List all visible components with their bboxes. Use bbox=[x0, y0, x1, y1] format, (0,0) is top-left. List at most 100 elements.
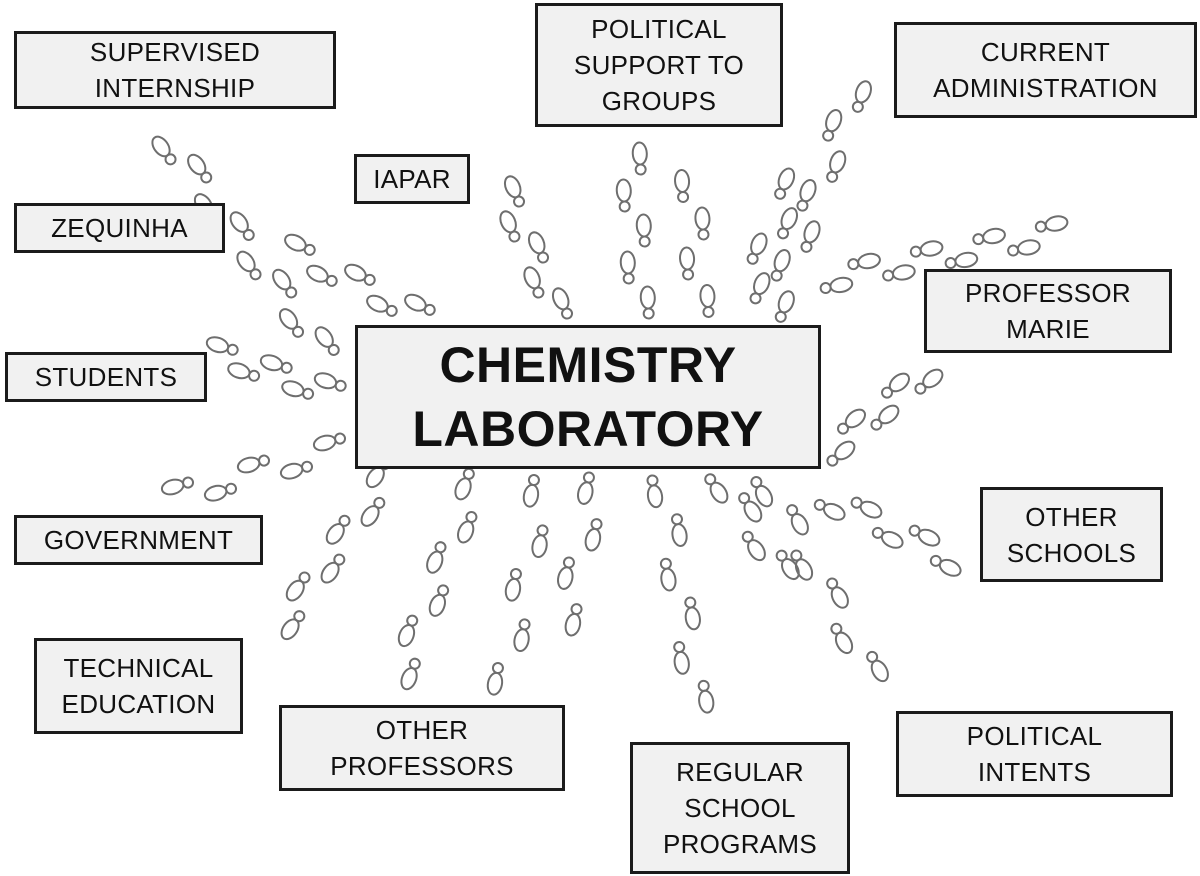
footprint-icon bbox=[504, 568, 522, 602]
footprint-icon bbox=[646, 474, 664, 509]
footprint-icon bbox=[320, 553, 346, 584]
footprint-icon bbox=[360, 496, 386, 527]
footprint-icon bbox=[522, 474, 540, 508]
footprint-icon bbox=[639, 285, 656, 320]
political-support-label: POLITICAL SUPPORT TO GROUPS bbox=[573, 14, 745, 116]
footprint-icon bbox=[790, 549, 814, 581]
political-intents-label: POLITICAL INTENTS bbox=[966, 721, 1103, 787]
footprint-icon bbox=[205, 336, 239, 356]
footprint-icon bbox=[557, 556, 575, 590]
footprint-icon bbox=[325, 514, 351, 545]
footprint-icon bbox=[786, 504, 809, 536]
footprint-icon bbox=[278, 308, 305, 338]
footprint-icon bbox=[774, 290, 795, 323]
footprint-icon bbox=[619, 250, 636, 285]
students-label: STUDENTS bbox=[34, 362, 178, 392]
footprint-icon bbox=[697, 679, 715, 714]
footprint-icon bbox=[819, 276, 854, 295]
footprint-icon bbox=[635, 213, 652, 248]
footprint-icon bbox=[944, 251, 979, 270]
footprint-icon bbox=[914, 368, 944, 395]
footprint-icon bbox=[813, 498, 846, 521]
footprint-icon bbox=[659, 557, 677, 592]
chemistry-laboratory-box: CHEMISTRY LABORATORY bbox=[355, 325, 821, 469]
footprint-icon bbox=[577, 471, 595, 505]
footprint-icon bbox=[741, 530, 766, 562]
footprint-icon bbox=[777, 207, 798, 240]
technical-education-box: TECHNICAL EDUCATION bbox=[34, 638, 243, 734]
regular-school-programs-box: REGULAR SCHOOL PROGRAMS bbox=[630, 742, 850, 874]
technical-education-label: TECHNICAL EDUCATION bbox=[61, 653, 216, 719]
footprint-icon bbox=[1034, 215, 1069, 233]
footprint-icon bbox=[822, 109, 843, 142]
zequinha-label: ZEQUINHA bbox=[51, 213, 188, 243]
footprint-icon bbox=[236, 250, 262, 281]
iapar-label: IAPAR bbox=[373, 164, 451, 194]
footprint-icon bbox=[397, 614, 419, 648]
footprint-icon bbox=[428, 584, 450, 617]
footprint-icon bbox=[699, 284, 716, 318]
footprint-icon bbox=[826, 577, 849, 609]
footprint-icon bbox=[837, 408, 866, 435]
footprint-icon bbox=[684, 596, 701, 631]
footprint-icon bbox=[281, 380, 315, 400]
footprint-icon bbox=[909, 240, 944, 258]
footprint-icon bbox=[770, 249, 791, 282]
footprint-icon bbox=[615, 178, 632, 213]
footprint-icon bbox=[704, 473, 729, 504]
government-label: GOVERNMENT bbox=[43, 525, 234, 555]
footprint-icon bbox=[1007, 239, 1041, 257]
footprint-icon bbox=[564, 603, 583, 637]
footprint-icon bbox=[285, 571, 311, 602]
professor-marie-label: PROFESSOR MARIE bbox=[965, 278, 1131, 344]
footprint-icon bbox=[229, 211, 255, 241]
footprint-icon bbox=[830, 622, 854, 655]
footprint-icon bbox=[259, 354, 293, 374]
footprint-icon bbox=[314, 326, 340, 356]
footprint-icon bbox=[775, 549, 800, 581]
footprint-icon bbox=[203, 482, 238, 502]
footprint-icon bbox=[306, 264, 338, 287]
footprint-icon bbox=[774, 167, 796, 200]
footprint-icon bbox=[882, 264, 916, 282]
footprint-icon bbox=[972, 227, 1006, 246]
professor-marie-box: PROFESSOR MARIE bbox=[924, 269, 1172, 353]
footprint-icon bbox=[871, 526, 904, 549]
footprint-icon bbox=[151, 135, 177, 166]
footprint-icon bbox=[499, 210, 521, 243]
political-intents-box: POLITICAL INTENTS bbox=[896, 711, 1173, 797]
footprint-icon bbox=[929, 554, 962, 577]
footprint-icon bbox=[866, 650, 889, 683]
footprint-icon bbox=[272, 268, 298, 299]
footprint-icon bbox=[750, 476, 774, 508]
footprint-icon bbox=[187, 153, 213, 184]
chemistry-laboratory-label: CHEMISTRY LABORATORY bbox=[412, 337, 764, 457]
other-professors-label: OTHER PROFESSORS bbox=[330, 715, 514, 781]
students-box: STUDENTS bbox=[5, 352, 207, 402]
footprint-icon bbox=[344, 263, 376, 286]
zequinha-box: ZEQUINHA bbox=[14, 203, 225, 253]
government-box: GOVERNMENT bbox=[14, 515, 263, 565]
footprint-icon bbox=[671, 513, 688, 547]
footprint-icon bbox=[826, 440, 856, 467]
footprint-icon bbox=[881, 372, 910, 399]
footprint-icon bbox=[279, 460, 314, 480]
footprint-icon bbox=[746, 232, 768, 265]
footprint-icon bbox=[631, 141, 648, 176]
footprint-icon bbox=[312, 432, 347, 452]
footprint-icon bbox=[400, 657, 421, 691]
footprint-icon bbox=[694, 206, 711, 241]
footprint-icon bbox=[673, 641, 690, 675]
regular-school-programs-label: REGULAR SCHOOL PROGRAMS bbox=[662, 757, 818, 859]
footprint-icon bbox=[749, 272, 771, 305]
current-administration-label: CURRENT ADMINISTRATION bbox=[933, 37, 1158, 103]
footprint-icon bbox=[160, 476, 195, 496]
footprint-icon bbox=[426, 541, 447, 574]
current-administration-box: CURRENT ADMINISTRATION bbox=[894, 22, 1197, 118]
political-support-box: POLITICAL SUPPORT TO GROUPS bbox=[535, 3, 783, 127]
footprint-icon bbox=[584, 518, 603, 552]
footprint-icon bbox=[503, 175, 526, 208]
other-schools-box: OTHER SCHOOLS bbox=[980, 487, 1163, 582]
footprint-icon bbox=[366, 294, 398, 317]
